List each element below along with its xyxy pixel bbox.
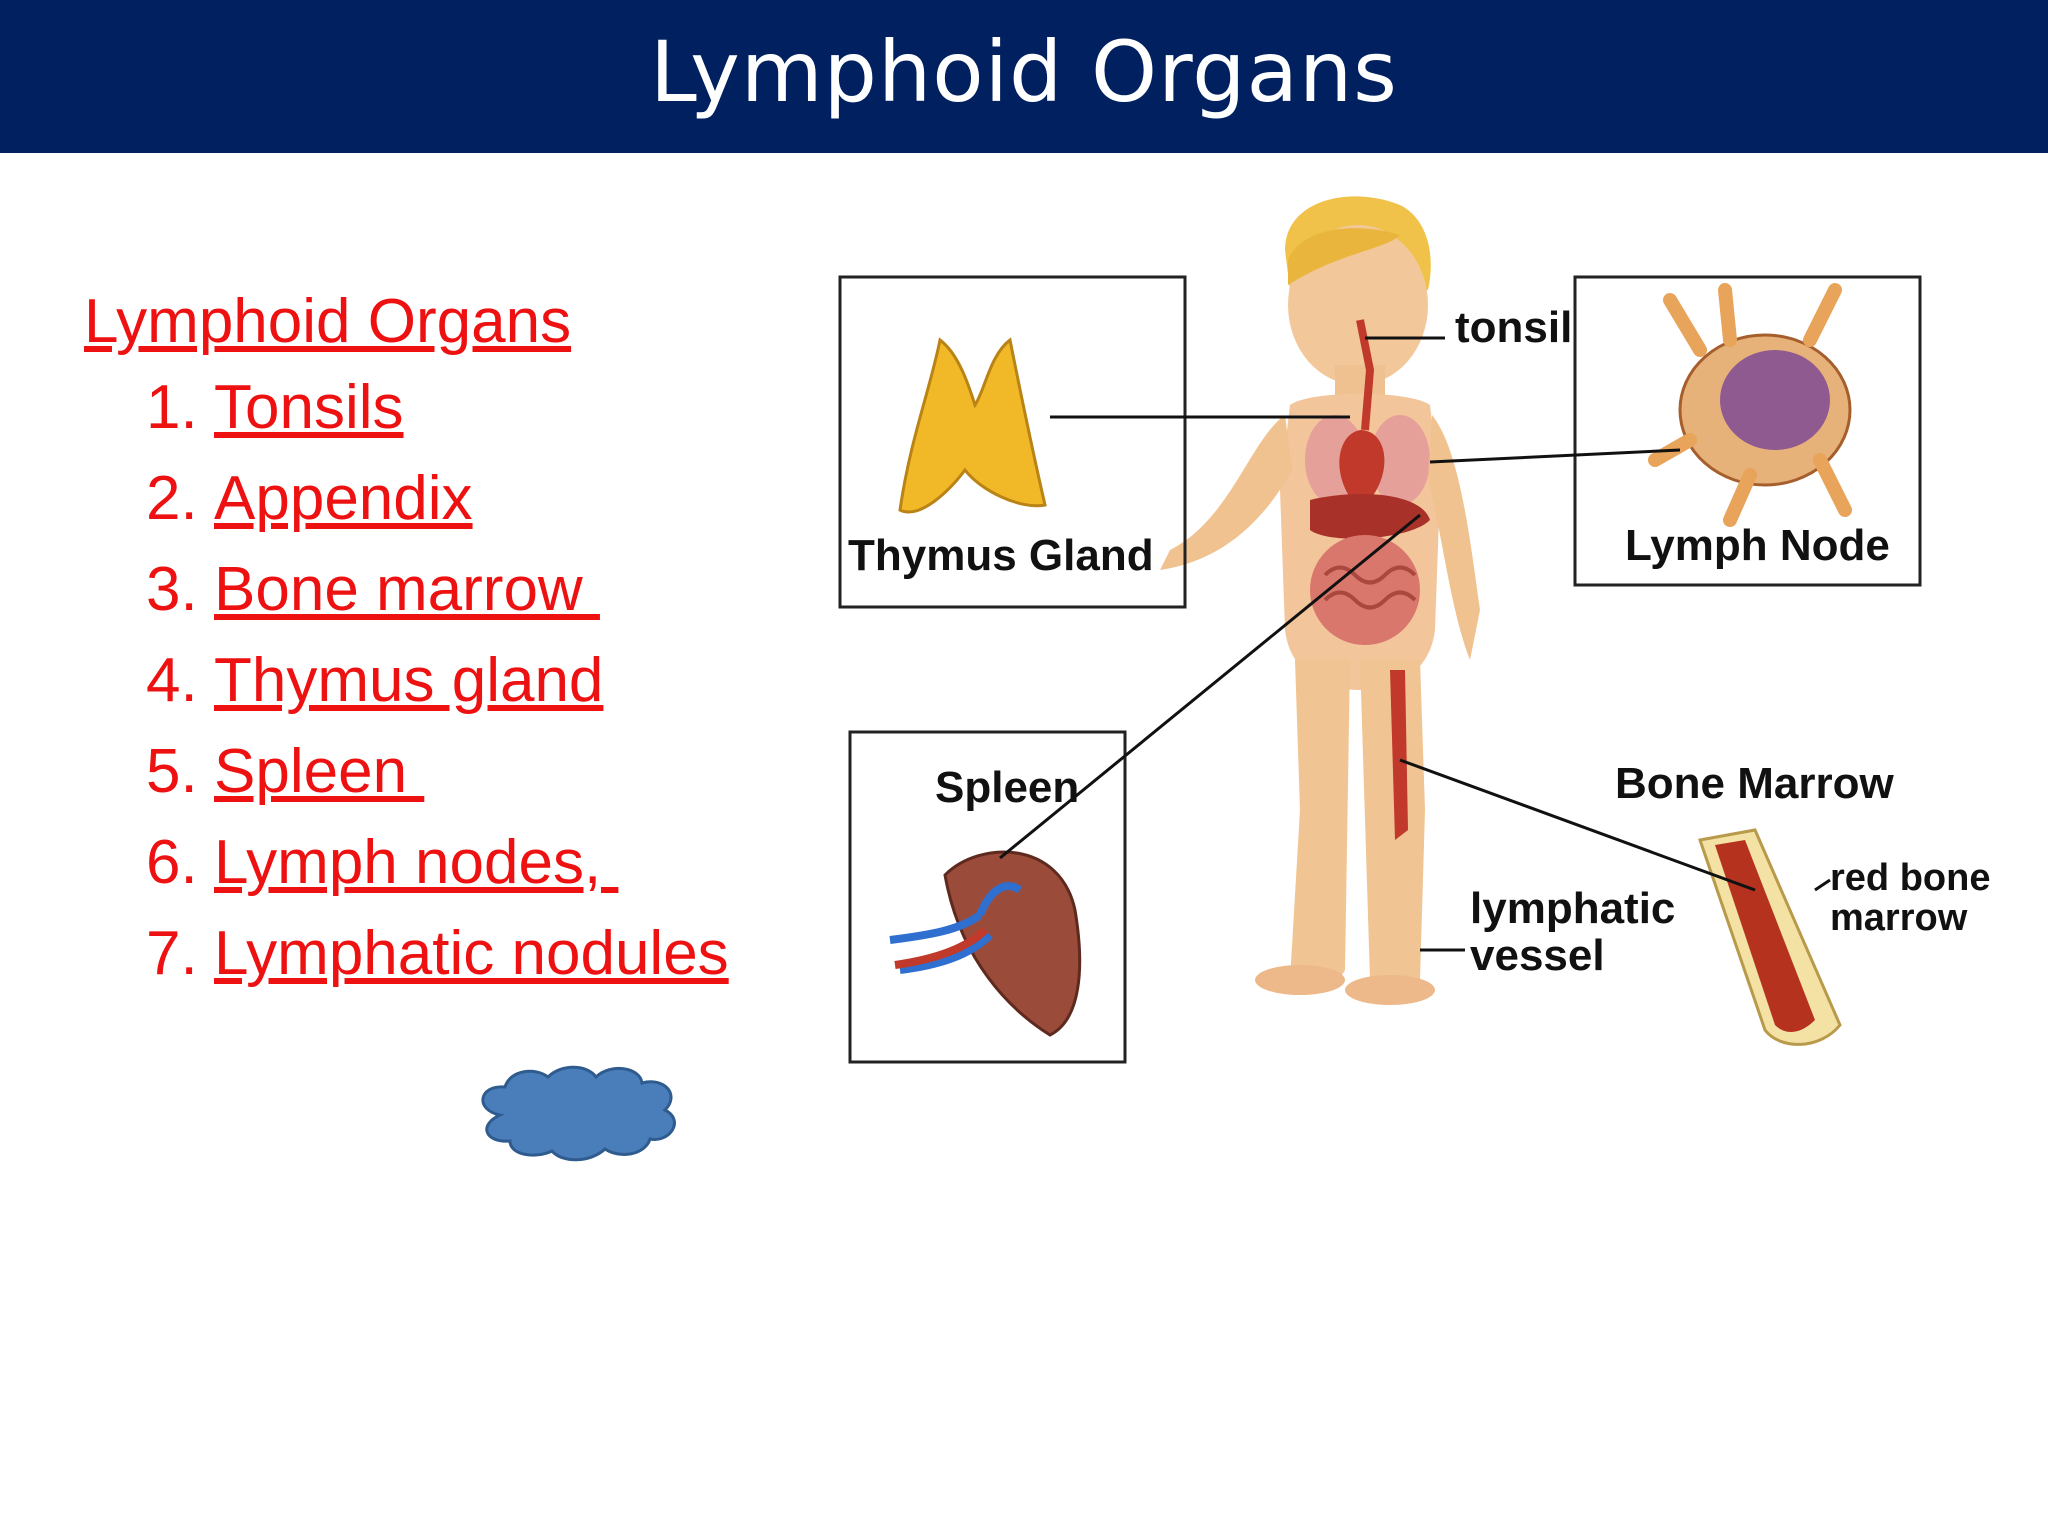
leader-lines (999, 336, 1831, 952)
organ-link-thymus-gland[interactable]: Thymus gland (214, 646, 604, 715)
list-item: 7. Lymphatic nodules (146, 918, 729, 1009)
list-number: 7. (146, 919, 198, 988)
list-heading-link[interactable]: Lymphoid Organs (84, 287, 572, 356)
organ-link-appendix[interactable]: Appendix (214, 464, 473, 533)
lymphoid-organs-diagram: Thymus Gland Lymph Node Spleen Bone Marr… (838, 196, 2001, 1064)
organ-link-lymph-nodes[interactable]: Lymph nodes, (214, 828, 619, 897)
list-item: 5. Spleen (146, 736, 729, 827)
list-item: 4. Thymus gland (146, 645, 729, 736)
list-number: 4. (146, 646, 198, 715)
slide-title: Lymphoid Organs (650, 22, 1398, 121)
child-figure-illustration (1160, 196, 1480, 1005)
organ-link-bone-marrow[interactable]: Bone marrow (214, 555, 600, 624)
label-bone-marrow: Bone Marrow (1615, 759, 1894, 808)
label-tonsil: tonsil (1455, 303, 1572, 352)
list-number: 1. (146, 373, 198, 442)
lymph-node-box (1573, 275, 1922, 587)
label-thymus-gland: Thymus Gland (848, 531, 1154, 580)
label-lymph-node: Lymph Node (1625, 521, 1890, 570)
list-item: 6. Lymph nodes, (146, 827, 729, 918)
list-number: 5. (146, 737, 198, 806)
list-number: 3. (146, 555, 198, 624)
list-item: 2. Appendix (146, 463, 729, 554)
spleen-box (848, 730, 1127, 1064)
organ-link-lymphatic-nodules[interactable]: Lymphatic nodules (214, 919, 729, 988)
organ-list: 1. Tonsils 2. Appendix 3. Bone marrow 4.… (146, 372, 729, 1009)
thymus-gland-illustration (898, 337, 1047, 514)
spleen-illustration (889, 850, 1082, 1037)
list-item: 1. Tonsils (146, 372, 729, 463)
list-item: 3. Bone marrow (146, 554, 729, 645)
label-red-bone-marrow: red bone marrow (1830, 857, 2001, 939)
lymph-node-illustration (1648, 283, 1852, 527)
list-number: 2. (146, 464, 198, 533)
list-number: 6. (146, 828, 198, 897)
thymus-box (838, 275, 1187, 609)
label-lymphatic-vessel: lymphatic vessel (1470, 884, 1688, 980)
title-bar: Lymphoid Organs (0, 0, 2048, 153)
bone-marrow-illustration (1698, 828, 1842, 1046)
label-spleen: Spleen (935, 763, 1079, 812)
organ-link-spleen[interactable]: Spleen (214, 737, 425, 806)
cloud-action-button[interactable] (470, 1055, 690, 1170)
organ-link-tonsils[interactable]: Tonsils (214, 373, 404, 442)
